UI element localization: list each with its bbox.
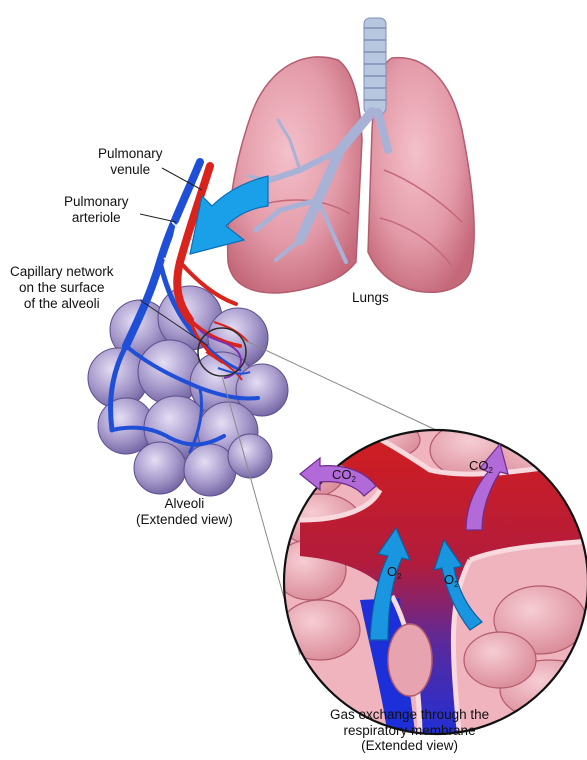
alveoli-label: Alveoli (Extended view) bbox=[136, 496, 233, 528]
gas-exchange-label: Gas exchange through the respiratory mem… bbox=[330, 707, 489, 754]
leader-line bbox=[140, 214, 176, 222]
lungs-illustration bbox=[228, 18, 475, 293]
gas-exchange-view: CO2 CO2 O2 O2 bbox=[254, 416, 587, 740]
alveolus bbox=[228, 434, 272, 478]
lungs-label: Lungs bbox=[352, 290, 389, 306]
trachea bbox=[364, 18, 386, 114]
pulmonary-arteriole-label: Pulmonary arteriole bbox=[64, 194, 129, 226]
alveolus bbox=[134, 442, 186, 494]
pulmonary-venule-label: Pulmonary venule bbox=[98, 146, 163, 178]
capillary-network-label: Capillary network on the surface of the … bbox=[10, 264, 114, 312]
alveolus-section bbox=[388, 624, 432, 696]
